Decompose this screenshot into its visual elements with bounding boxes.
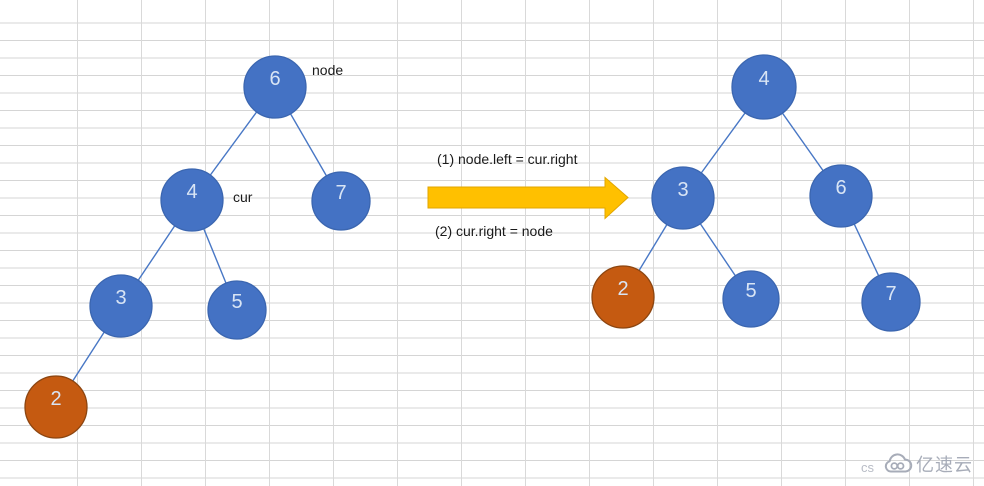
tree-node-after-rotation-5: 5 — [722, 270, 780, 328]
node-circle — [861, 272, 921, 332]
node-value: 6 — [269, 68, 280, 90]
tree-node-before-rotation-4: 4 — [160, 168, 224, 232]
node-circle — [24, 375, 88, 439]
tree-node-before-rotation-6: 6 — [243, 55, 307, 119]
node-circle — [89, 274, 153, 338]
tree-node-after-rotation-3: 3 — [651, 166, 715, 230]
yisu-cloud-logo-icon — [884, 453, 913, 473]
tree-node-after-rotation-7: 7 — [861, 272, 921, 332]
node-value: 4 — [758, 68, 769, 90]
tree-node-before-rotation-2: 2 — [24, 375, 88, 439]
node-circle — [731, 54, 797, 120]
node-value: 5 — [745, 280, 756, 302]
watermark-prefix-text: cs — [861, 459, 874, 475]
node-circle — [243, 55, 307, 119]
tree-node-before-rotation-7: 7 — [311, 171, 371, 231]
tree-node-after-rotation-2: 2 — [591, 265, 655, 329]
tree-node-before-rotation-3: 3 — [89, 274, 153, 338]
node-circle — [591, 265, 655, 329]
node-value: 5 — [231, 291, 242, 313]
root-node-label: node — [312, 62, 344, 78]
node-circle — [160, 168, 224, 232]
node-circle — [722, 270, 780, 328]
watermark-brand-text: 亿速云 — [916, 455, 973, 475]
rotation-step-1-text: (1) node.left = cur.right — [437, 151, 578, 167]
node-value: 3 — [677, 179, 688, 201]
node-circle — [311, 171, 371, 231]
rotation-step-2-text: (2) cur.right = node — [435, 223, 553, 239]
node-circle — [207, 280, 267, 340]
node-value: 7 — [335, 182, 346, 204]
tree-node-after-rotation-4: 4 — [731, 54, 797, 120]
node-circle — [809, 164, 873, 228]
rotation-arrow — [427, 176, 629, 220]
watermark: cs 亿速云 — [861, 449, 973, 479]
node-circle — [651, 166, 715, 230]
tree-node-after-rotation-6: 6 — [809, 164, 873, 228]
node-value: 4 — [186, 181, 197, 203]
node-value: 2 — [50, 388, 61, 410]
tree-node-before-rotation-5: 5 — [207, 280, 267, 340]
node-value: 7 — [885, 283, 896, 305]
node-value: 6 — [835, 177, 846, 199]
node-value: 3 — [115, 287, 126, 309]
cur-node-label: cur — [233, 189, 253, 205]
node-value: 2 — [617, 278, 628, 300]
